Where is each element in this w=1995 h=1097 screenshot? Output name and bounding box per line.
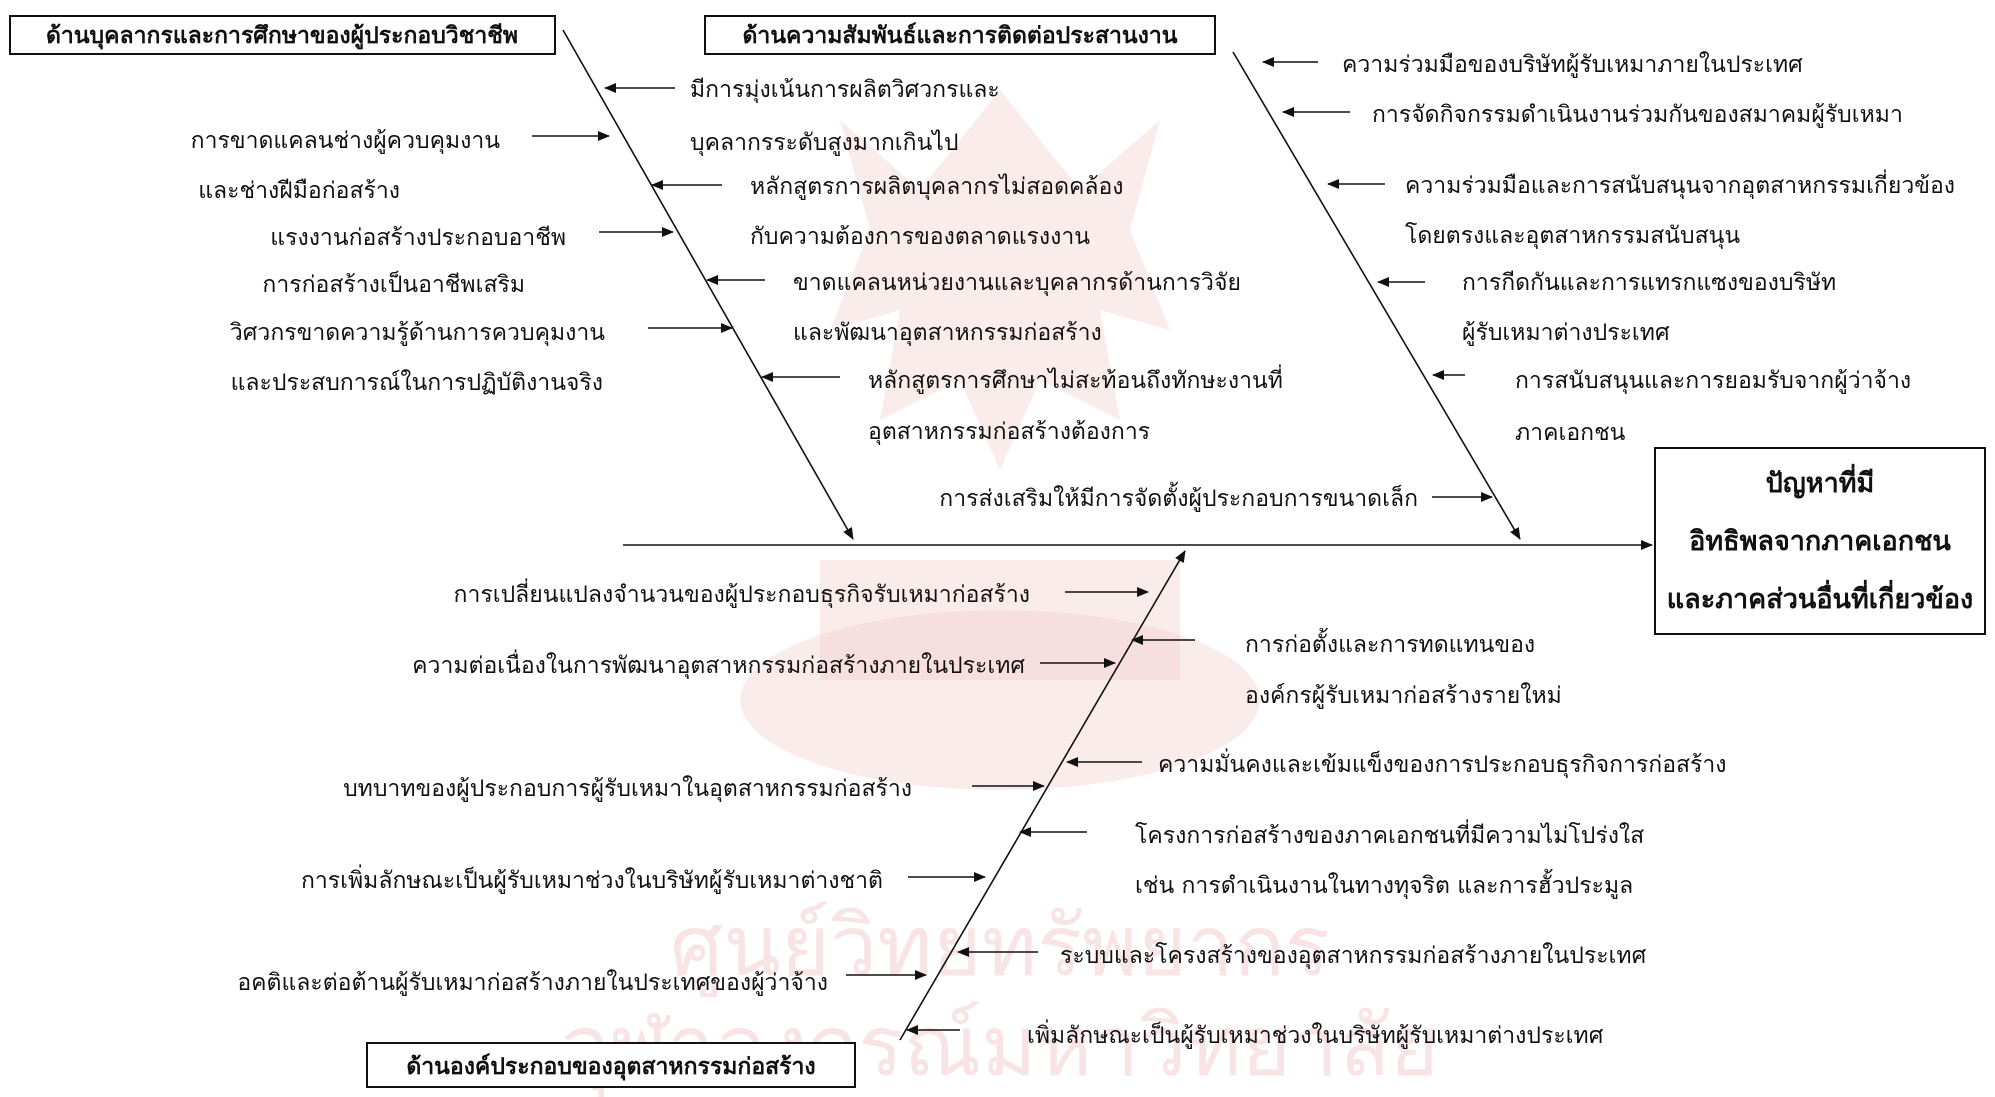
watermark-text-line1: ศูนย์วิทยทรัพยากร	[670, 897, 1330, 997]
category-box-components	[366, 1042, 856, 1088]
bone-relations	[1232, 51, 1521, 540]
components-cause-2: ความต่อเนื่องในการพัฒนาอุตสาหกรรมก่อสร้า…	[412, 649, 1025, 679]
relations-cause-1: ความร่วมมือของบริษัทผู้รับเหมาภายในประเท…	[1342, 51, 1803, 78]
category-box-personnel	[9, 15, 556, 55]
components-cause-3-line2: องค์กรผู้รับเหมาก่อสร้างรายใหม่	[1245, 682, 1562, 709]
category-components: ด้านองค์ประกอบของอุตสาหกรรมก่อสร้าง	[406, 1053, 815, 1081]
components-cause-9: อคติและต่อต้านผู้รับเหมาก่อสร้างภายในประ…	[237, 969, 828, 996]
personnel-cause-3-line2: กับความต้องการของตลาดแรงงาน	[750, 224, 1090, 250]
effect-line1: ปัญหาที่มี	[1766, 463, 1875, 499]
components-cause-6-line2: เช่น การดำเนินงานในทางทุจริต และการฮั้วป…	[1135, 869, 1633, 899]
components-cause-1: การเปลี่ยนแปลงจำนวนของผู้ประกอบธุรกิจรับ…	[454, 578, 1030, 608]
personnel-cause-7-line2: อุตสาหกรรมก่อสร้างต้องการ	[868, 419, 1150, 445]
personnel-cause-4-line1: แรงงานก่อสร้างประกอบอาชีพ	[270, 225, 566, 251]
components-cause-3-line1: การก่อตั้งและการทดแทนของ	[1245, 628, 1535, 658]
relations-cause-4-line2: ผู้รับเหมาต่างประเทศ	[1462, 320, 1670, 346]
relations-cause-4-line1: การกีดกันและการแทรกแซงของบริษัท	[1462, 270, 1836, 296]
personnel-cause-2-line1: การขาดแคลนช่างผู้ควบคุมงาน	[191, 128, 501, 154]
effect-line3: และภาคส่วนอื่นที่เกี่ยวข้อง	[1667, 579, 1973, 615]
relations-cause-5-line1: การสนับสนุนและการยอมรับจากผู้ว่าจ้าง	[1515, 368, 1911, 394]
relations-cause-3-line1: ความร่วมมือและการสนับสนุนจากอุตสาหกรรมเก…	[1405, 169, 1955, 199]
personnel-cause-2-line2: และช่างฝีมือก่อสร้าง	[198, 178, 400, 204]
category-box-relations	[704, 15, 1216, 55]
personnel-cause-6-line1: วิศวกรขาดความรู้ด้านการควบคุมงาน	[230, 320, 605, 346]
effect-box	[1654, 447, 1986, 635]
components-cause-6-line1: โครงการก่อสร้างของภาคเอกชนที่มีความไม่โป…	[1135, 819, 1644, 849]
bone-components	[899, 550, 1186, 1041]
personnel-cause-5-line2: และพัฒนาอุตสาหกรรมก่อสร้าง	[793, 320, 1102, 346]
personnel-cause-4-line2: การก่อสร้างเป็นอาชีพเสริม	[262, 269, 525, 298]
personnel-cause-3-line1: หลักสูตรการผลิตบุคลากรไม่สอดคล้อง	[750, 173, 1124, 200]
components-cause-4: ความมั่นคงและเข้มแข็งของการประกอบธุรกิจก…	[1158, 748, 1727, 778]
personnel-cause-1-line2: บุคลากรระดับสูงมากเกินไป	[690, 129, 958, 156]
relations-cause-5-line2: ภาคเอกชน	[1515, 420, 1626, 446]
personnel-cause-1-line1: มีการมุ่งเน้นการผลิตวิศวกรและ	[690, 77, 1000, 103]
category-relations: ด้านความสัมพันธ์และการติดต่อประสานงาน	[742, 22, 1177, 49]
components-cause-8: ระบบและโครงสร้างของอุตสาหกรรมก่อสร้างภาย…	[1060, 942, 1647, 969]
personnel-cause-6-line2: และประสบการณ์ในการปฏิบัติงานจริง	[231, 369, 603, 396]
components-cause-10: เพิ่มลักษณะเป็นผู้รับเหมาช่วงในบริษัทผู้…	[1027, 1019, 1604, 1049]
relations-cause-6: การส่งเสริมให้มีการจัดตั้งผู้ประกอบการขน…	[939, 482, 1418, 512]
components-cause-5: บทบาทของผู้ประกอบการผู้รับเหมาในอุตสาหกร…	[343, 775, 912, 802]
personnel-cause-7-line1: หลักสูตรการศึกษาไม่สะท้อนถึงทักษะงานที่	[868, 364, 1283, 394]
category-personnel: ด้านบุคลากรและการศึกษาของผู้ประกอบวิชาชี…	[46, 22, 518, 50]
personnel-cause-5-line1: ขาดแคลนหน่วยงานและบุคลากรด้านการวิจัย	[793, 270, 1241, 296]
relations-cause-2: การจัดกิจกรรมดำเนินงานร่วมกันของสมาคมผู้…	[1372, 102, 1903, 128]
components-cause-7: การเพิ่มลักษณะเป็นผู้รับเหมาช่วงในบริษัท…	[301, 864, 883, 894]
watermark-seal	[740, 90, 1260, 790]
relations-cause-3-line2: โดยตรงและอุตสาหกรรมสนับสนุน	[1405, 222, 1740, 249]
effect-line2: อิทธิพลจากภาคเอกชน	[1689, 526, 1951, 557]
